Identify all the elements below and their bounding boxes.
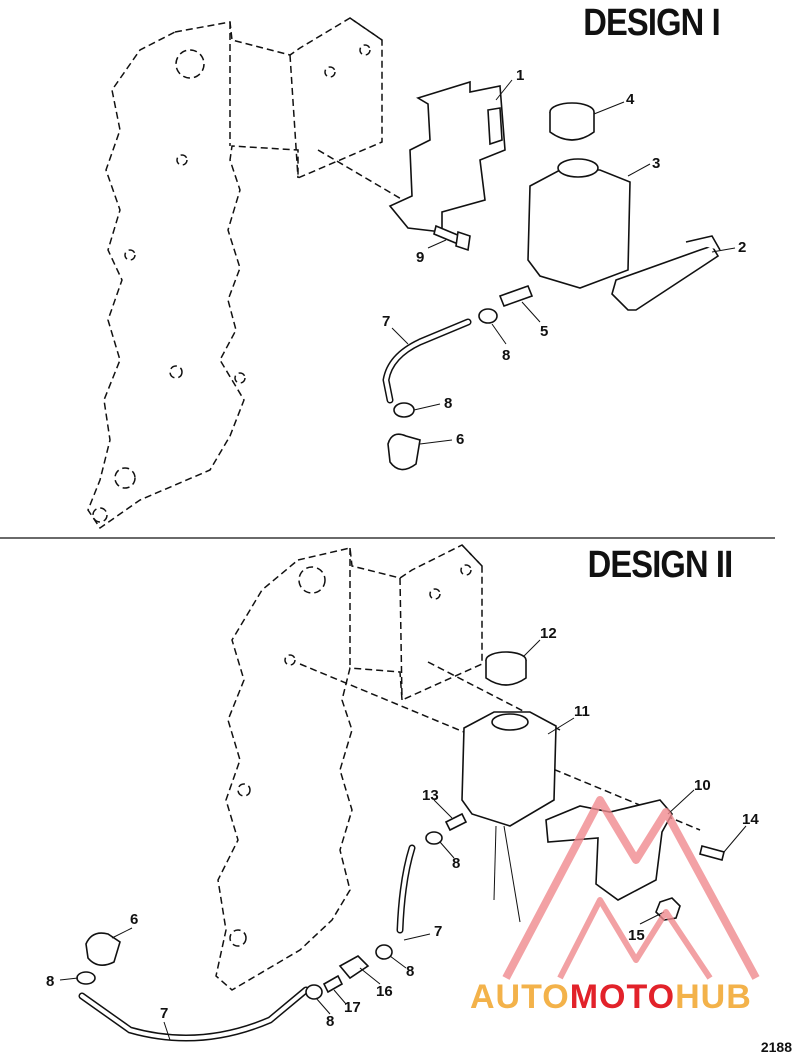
- brand-part-moto: MOTO: [569, 978, 676, 1016]
- bracket-hole-3: [359, 44, 371, 56]
- fitting-5: [498, 284, 534, 308]
- callout-3: 3: [652, 155, 660, 172]
- callout-8d: 8: [406, 963, 414, 980]
- bracket2-hole-4: [284, 654, 296, 666]
- hose-7-lower: [78, 986, 310, 1042]
- cap-12-body: [485, 660, 527, 686]
- coolant-reservoir-3: [527, 169, 631, 289]
- callout-12: 12: [540, 625, 557, 642]
- callout-11: 11: [574, 703, 590, 720]
- drawing-number: 2188: [760, 1039, 792, 1055]
- callout-8b: 8: [444, 395, 452, 412]
- bracket2-hole-1: [298, 566, 326, 594]
- mount-line-2: [299, 663, 701, 831]
- bracket-hole-2: [324, 66, 336, 78]
- watermark-brand-text: AUTOMOTOHUB: [470, 978, 752, 1017]
- callout-6-d2: 6: [130, 911, 138, 928]
- callout-6: 6: [456, 431, 464, 448]
- fitting-17: [322, 974, 344, 994]
- hose-clamp-8a: [478, 308, 498, 324]
- callout-7-lower: 7: [160, 1005, 168, 1022]
- callout-8f: 8: [46, 973, 54, 990]
- bracket-hole-1: [175, 49, 205, 79]
- bracket-hole-5: [124, 249, 136, 261]
- bracket2-hole-3: [460, 564, 472, 576]
- elbow-fitting-6b: [85, 932, 121, 966]
- bracket-hole-6: [169, 365, 183, 379]
- mounting-bracket-1: [388, 80, 506, 233]
- strap-tab: [685, 235, 721, 251]
- design-1-title: DESIGN I: [583, 2, 720, 44]
- callout-8e: 8: [326, 1013, 334, 1030]
- bracket2-hole-2: [429, 588, 441, 600]
- callout-8c: 8: [452, 855, 460, 872]
- callout-14: 14: [742, 811, 759, 828]
- mount-line-1: [317, 149, 421, 211]
- hose-clamp-8f: [76, 971, 96, 985]
- reservoir-neck-3: [557, 158, 599, 178]
- hose-7-upper-inner: [398, 846, 414, 932]
- hose-clamp-8d: [375, 944, 393, 960]
- bracket-hole-4: [176, 154, 188, 166]
- bracket2-hole-5: [237, 783, 251, 797]
- brand-part-hub: HUB: [675, 978, 752, 1016]
- retaining-strap-2: [611, 245, 720, 311]
- bracket-edge-1: [229, 17, 383, 179]
- bolt-14: [699, 845, 725, 861]
- engine-bracket-outline-1: [87, 17, 383, 530]
- bracket-hole-8: [114, 467, 136, 489]
- callout-15: 15: [628, 927, 645, 944]
- bracket2-hole-6: [229, 929, 247, 947]
- cap-4-body: [549, 112, 595, 141]
- fitting-16: [338, 955, 370, 980]
- reservoir-neck-11: [491, 713, 529, 731]
- coolant-reservoir-11: [461, 711, 557, 827]
- callout-7-upper: 7: [434, 923, 442, 940]
- callout-1: 1: [516, 67, 524, 84]
- brand-part-auto: AUTO: [470, 978, 570, 1016]
- bracket-hole-9: [92, 507, 108, 523]
- callout-10: 10: [694, 777, 711, 794]
- callout-8a: 8: [502, 347, 510, 364]
- elbow-fitting-6: [387, 433, 421, 471]
- bracket-slot: [487, 107, 503, 146]
- hose-clamp-8b: [393, 402, 415, 418]
- hose-7-lower-inner: [80, 988, 308, 1040]
- watermark-logo: [502, 796, 760, 980]
- callout-7: 7: [382, 313, 390, 330]
- bracket-edge-2: [349, 544, 483, 701]
- bolt-9-head: [455, 230, 471, 252]
- hose-7-inner: [383, 320, 470, 402]
- callout-13: 13: [422, 787, 439, 804]
- callout-4: 4: [626, 91, 635, 108]
- fitting-13: [444, 812, 468, 832]
- hose-clamp-8e: [305, 984, 323, 1000]
- callout-5: 5: [540, 323, 548, 340]
- callout-9: 9: [416, 249, 424, 266]
- hose-clamp-8c: [425, 831, 443, 845]
- callout-17: 17: [344, 999, 361, 1016]
- design-2-title: DESIGN II: [587, 544, 733, 586]
- callout-2: 2: [738, 239, 746, 256]
- callout-16: 16: [376, 983, 393, 1000]
- bracket-hole-7: [234, 372, 246, 384]
